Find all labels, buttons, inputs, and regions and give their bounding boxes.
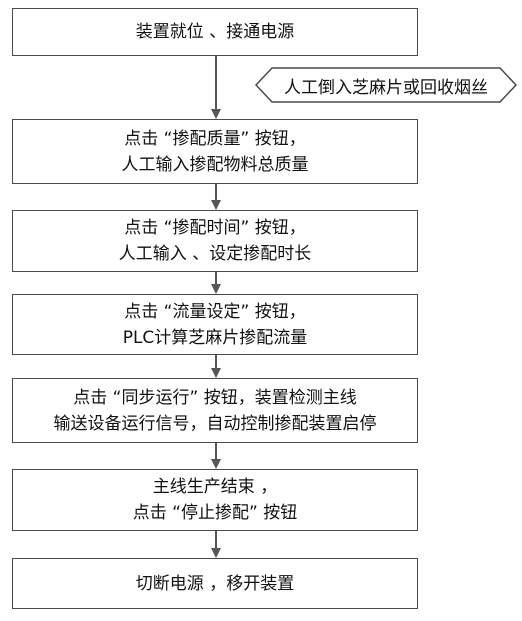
step-2-line-1: 点击 “掺配质量” 按钮， bbox=[124, 128, 306, 149]
step-4-box: 点击 “流量设定” 按钮， PLC计算芝麻片掺配流量 bbox=[12, 294, 418, 355]
step-6-line-1: 主线生产结束 ， bbox=[152, 477, 278, 497]
step-3-line-1: 点击 “掺配时间” 按钮， bbox=[124, 218, 306, 238]
step-2-box: 点击 “掺配质量” 按钮， 人工输入掺配物料总质量 bbox=[12, 119, 418, 184]
step-6-line-2: 点击 “停止掺配” 按钮 bbox=[132, 503, 298, 523]
step-5-line-2: 输送设备运行信号，自动控制掺配装置启停 bbox=[53, 413, 377, 434]
step-3-box: 点击 “掺配时间” 按钮， 人工输入 、设定掺配时长 bbox=[12, 210, 418, 272]
step-6-box: 主线生产结束 ， 点击 “停止掺配” 按钮 bbox=[12, 469, 418, 531]
step-7-box: 切断电源 ，移开装置 bbox=[12, 558, 418, 609]
step-4-line-2: PLC计算芝麻片掺配流量 bbox=[122, 327, 308, 348]
step-5-line-1: 点击 “同步运行” 按钮，装置检测主线 bbox=[73, 387, 357, 408]
step-7-line-1: 切断电源 ，移开装置 bbox=[135, 573, 295, 594]
step-5-box: 点击 “同步运行” 按钮，装置检测主线 输送设备运行信号，自动控制掺配装置启停 bbox=[12, 378, 418, 443]
side-note-text: 人工倒入芝麻片或回收烟丝 bbox=[284, 77, 488, 98]
side-note-hexagon bbox=[254, 67, 518, 103]
step-1-line-1: 装置就位 、接通电源 bbox=[135, 22, 295, 42]
step-1-box: 装置就位 、接通电源 bbox=[12, 8, 418, 56]
step-3-line-2: 人工输入 、设定掺配时长 bbox=[118, 244, 312, 264]
step-4-line-1: 点击 “流量设定” 按钮， bbox=[124, 301, 306, 322]
step-2-line-2: 人工输入掺配物料总质量 bbox=[121, 154, 309, 175]
